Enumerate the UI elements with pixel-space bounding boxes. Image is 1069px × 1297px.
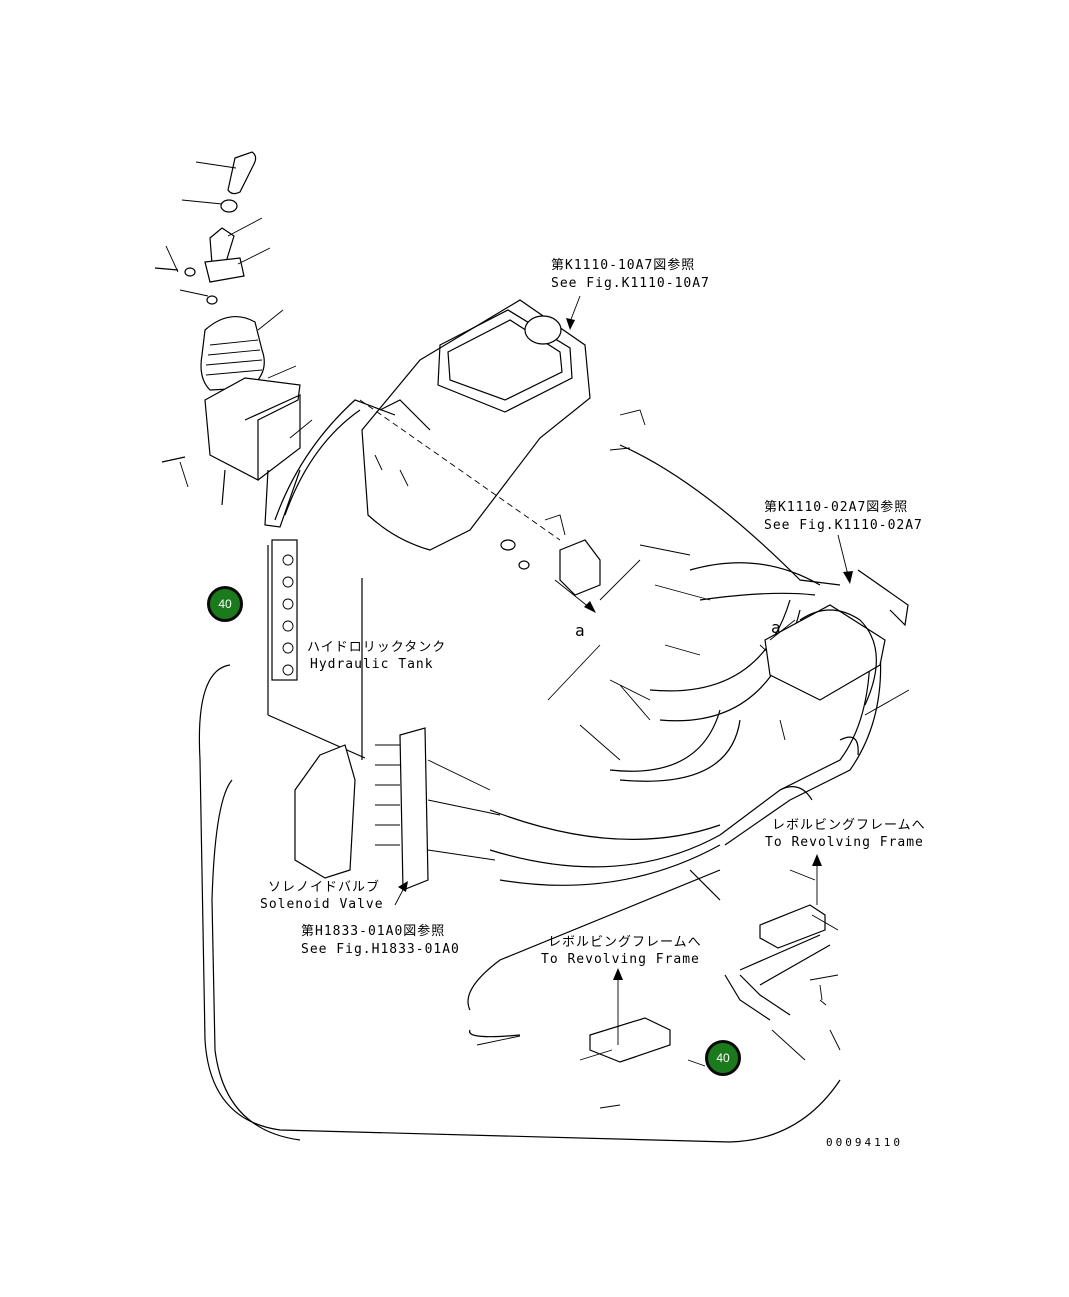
drawing-number: 00094110	[826, 1136, 903, 1149]
frame-bracket-right	[764, 569, 909, 801]
ref-k1110-10a7-en: See Fig.K1110-10A7	[551, 276, 710, 291]
fittings-center	[500, 539, 827, 1006]
callout-badge-40[interactable]: 40	[207, 586, 243, 622]
section-a-lines	[547, 559, 796, 701]
ref-h1833-01a0-jp: 第H1833-01A0図参照	[301, 924, 446, 939]
hose-lines	[198, 399, 882, 1143]
revolving-frame-label-1-jp: レボルビングフレームへ	[772, 818, 926, 833]
hydraulic-tank-label-jp: ハイドロリックタンク	[307, 640, 447, 655]
ref-k1110-02a7-en: See Fig.K1110-02A7	[764, 518, 923, 533]
ref-k1110-10a7-jp: 第K1110-10A7図参照	[551, 258, 696, 273]
control-lever-assembly	[154, 151, 301, 528]
revolving-frame-label-2-en: To Revolving Frame	[541, 952, 700, 967]
solenoid-valve-label-jp: ソレノイドバルブ	[268, 880, 381, 895]
solenoid-valve-assembly	[294, 727, 501, 891]
revolving-frame-label-1-en: To Revolving Frame	[765, 835, 924, 850]
revolving-frame-label-2-jp: レボルビングフレームへ	[548, 935, 702, 950]
ref-k1110-02a7-jp: 第K1110-02A7図参照	[764, 500, 909, 515]
section-a-label-2: a	[771, 618, 782, 637]
callout-badge-40[interactable]: 40	[705, 1040, 741, 1076]
manifold-hydraulic-tank	[267, 539, 366, 760]
leader-lines-lever	[165, 161, 313, 488]
leader-lines-right	[476, 689, 910, 1109]
hydraulic-tank-label-en: Hydraulic Tank	[310, 657, 434, 672]
section-a-label-1: a	[575, 621, 586, 640]
solenoid-valve-label-en: Solenoid Valve	[260, 897, 384, 912]
ref-h1833-01a0-en: See Fig.H1833-01A0	[301, 942, 460, 957]
manifold-block-bottom	[589, 904, 826, 1063]
hydraulic-tank	[361, 299, 591, 551]
pilot-block-center	[544, 409, 646, 596]
